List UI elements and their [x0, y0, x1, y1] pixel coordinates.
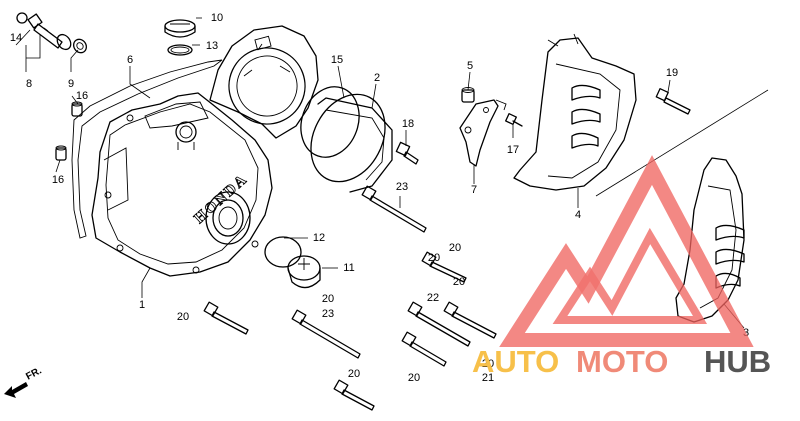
label-13: 13 — [206, 40, 218, 52]
label-5: 5 — [467, 60, 473, 72]
label-11: 11 — [343, 262, 354, 274]
label-12: 12 — [313, 232, 325, 244]
label-8: 8 — [26, 78, 32, 90]
label-20-d: 20 — [177, 311, 189, 323]
label-10: 10 — [211, 12, 223, 24]
label-1: 1 — [139, 299, 145, 311]
direction-label: FR. — [24, 365, 44, 382]
label-9: 9 — [68, 78, 74, 90]
label-20-e: 20 — [322, 293, 334, 305]
gasket-15 — [300, 86, 360, 158]
bolt-22 — [407, 301, 471, 347]
bolt-23-lower — [291, 309, 361, 359]
bolt-18 — [395, 141, 419, 165]
label-22: 22 — [427, 292, 439, 304]
watermark-hub: HUB — [704, 344, 771, 379]
bolt-20-a — [421, 251, 467, 283]
left-crankcase-cover: HONDA — [91, 25, 319, 277]
banjo-bolt — [27, 13, 72, 51]
label-23-lower: 23 — [322, 308, 334, 320]
label-20-a: 20 — [449, 242, 461, 254]
front-direction-arrow: FR. — [4, 365, 44, 398]
bolt-20-e — [333, 379, 375, 411]
label-17: 17 — [507, 144, 519, 156]
watermark-logo — [499, 155, 754, 347]
label-20-f: 20 — [482, 358, 494, 370]
watermark-text: AUTO MOTO HUB — [472, 344, 771, 379]
bolt-20-b — [203, 301, 249, 335]
label-7: 7 — [471, 184, 477, 196]
label-16-lower: 16 — [52, 174, 64, 186]
bracket — [459, 99, 507, 167]
label-20-g: 20 — [408, 372, 420, 384]
watermark-moto: MOTO — [576, 344, 668, 379]
label-21: 21 — [482, 372, 494, 384]
label-4: 4 — [575, 209, 581, 221]
bolt-23-upper — [361, 185, 427, 233]
watermark-auto: AUTO — [472, 344, 559, 379]
leader-lines — [15, 17, 745, 329]
label-15: 15 — [331, 54, 343, 66]
o-ring-12 — [264, 236, 302, 268]
bolt-19 — [655, 88, 691, 115]
label-16-upper: 16 — [76, 90, 88, 102]
gasket — [71, 59, 223, 239]
sealing-washer — [73, 38, 87, 54]
dowel-pin-upper — [71, 101, 83, 117]
bolt-20-c — [443, 301, 497, 339]
bolt-20-d — [401, 331, 447, 367]
label-2: 2 — [374, 72, 380, 84]
dowel-pin-lower — [55, 145, 67, 161]
drive-sprocket-cover-4 — [513, 33, 637, 191]
cylinder-cover — [310, 93, 393, 193]
label-14: 14 — [10, 32, 22, 44]
label-6: 6 — [127, 54, 133, 66]
washer-14 — [16, 12, 28, 24]
label-19: 19 — [666, 67, 678, 79]
part-labels: 14 8 9 10 13 6 16 16 15 2 1 12 11 5 7 17… — [10, 12, 749, 384]
label-18: 18 — [402, 118, 414, 130]
label-20-b: 20 — [428, 252, 440, 264]
label-20-c: 20 — [453, 276, 465, 288]
hole-cap — [287, 255, 321, 289]
o-ring-13 — [167, 44, 193, 56]
label-23-upper: 23 — [396, 181, 408, 193]
bolt-17 — [505, 113, 523, 127]
label-20-h: 20 — [348, 368, 360, 380]
oil-filler-cap — [164, 19, 196, 38]
